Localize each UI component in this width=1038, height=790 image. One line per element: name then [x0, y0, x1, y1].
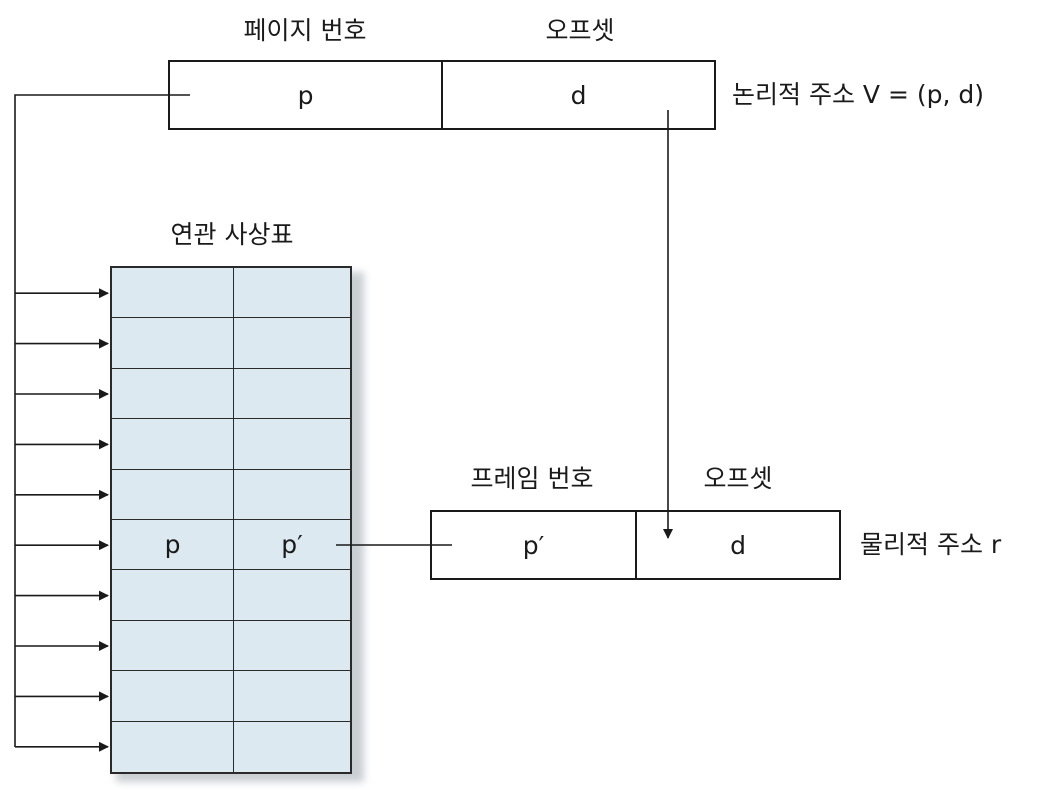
logical-address-caption: 논리적 주소 V = (p, d) [732, 80, 984, 109]
table-page-cell [112, 318, 234, 368]
page-number-label: 페이지 번호 [243, 16, 367, 45]
logical-offset-cell: d [570, 80, 587, 110]
table-page-cell [112, 671, 234, 721]
physical-offset-cell: d [730, 530, 746, 560]
table-row [112, 419, 350, 470]
table-row [112, 368, 350, 420]
page-number-bus-line [14, 94, 190, 747]
table-row [112, 671, 350, 722]
table-page-cell [112, 570, 234, 620]
table-page-cell [112, 469, 234, 519]
table-page-cell [112, 620, 234, 671]
table-frame-cell: p′ [281, 530, 303, 560]
table-page-cell [112, 268, 234, 318]
logical-page-cell: p [170, 62, 443, 128]
table-page-cell [112, 721, 234, 772]
logical-offset-label: 오프셋 [545, 16, 615, 45]
table-row [112, 721, 350, 772]
physical-offset-label: 오프셋 [703, 464, 773, 493]
table-page-cell [112, 368, 234, 419]
physical-address-caption: 물리적 주소 r [860, 530, 1002, 559]
physical-address-box: p′ d [430, 510, 841, 580]
logical-address-box: p d [168, 60, 716, 130]
table-row [112, 570, 350, 621]
physical-frame-cell: p′ [432, 512, 637, 578]
associative-table-title: 연관 사상표 [170, 220, 294, 249]
table-page-cell: p [112, 520, 234, 570]
table-row [112, 620, 350, 672]
table-page-cell [112, 419, 234, 469]
table-input-arrows [15, 288, 109, 752]
associative-table: p p′ [110, 266, 352, 774]
table-row [112, 318, 350, 369]
table-row: p p′ [112, 520, 350, 571]
table-row [112, 469, 350, 520]
frame-number-label: 프레임 번호 [470, 464, 594, 493]
table-row [112, 268, 350, 319]
